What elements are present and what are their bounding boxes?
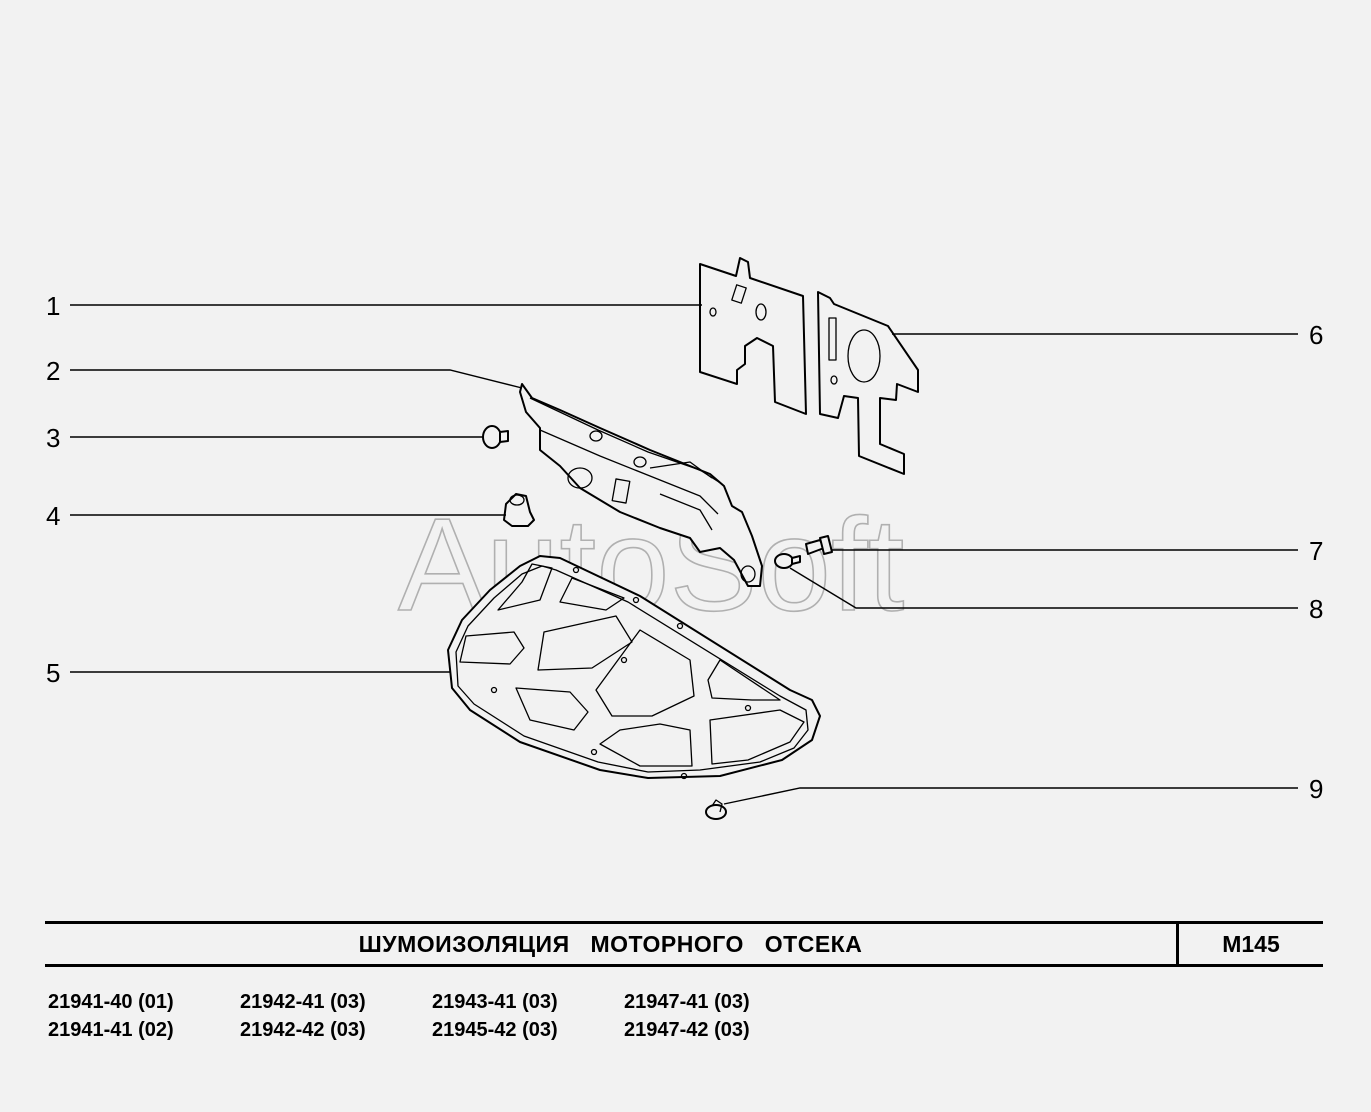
diagram-code: M145 xyxy=(1222,931,1280,957)
part-5-hood-insulation[interactable] xyxy=(447,555,821,780)
callout-1: 1 xyxy=(46,291,60,321)
leader-9 xyxy=(723,787,1298,805)
part-3-plug[interactable] xyxy=(482,425,509,449)
title-divider xyxy=(1176,924,1179,964)
callout-7: 7 xyxy=(1309,536,1323,566)
callout-9: 9 xyxy=(1309,774,1323,804)
part-8-washer[interactable] xyxy=(774,553,801,569)
part-9-clip[interactable] xyxy=(705,799,727,820)
model-list: 21941-40 (01) 21942-41 (03) 21943-41 (03… xyxy=(48,990,816,1042)
part-2-engine-shield[interactable] xyxy=(519,383,763,587)
leader-lines xyxy=(70,304,1298,805)
model-code: 21941-40 (01) xyxy=(48,991,174,1013)
callout-3: 3 xyxy=(46,423,60,453)
callout-6: 6 xyxy=(1309,320,1323,350)
leader-2 xyxy=(70,369,523,389)
part-6-insulation-panel[interactable] xyxy=(817,291,919,475)
model-code: 21943-41 (03) xyxy=(432,991,558,1013)
callout-4: 4 xyxy=(46,501,60,531)
diagram-title: ШУМОИЗОЛЯЦИЯ МОТОРНОГО ОТСЕКА xyxy=(358,931,863,957)
part-1-insulation-panel[interactable] xyxy=(699,257,807,415)
callout-2: 2 xyxy=(46,356,60,386)
callout-numbers: 1 2 3 4 5 6 7 8 9 xyxy=(46,291,1323,804)
model-code: 21947-41 (03) xyxy=(624,991,750,1013)
title-bar: ШУМОИЗОЛЯЦИЯ МОТОРНОГО ОТСЕКА M145 xyxy=(45,921,1323,967)
model-code: 21941-41 (02) xyxy=(48,1019,174,1041)
model-code: 21945-42 (03) xyxy=(432,1019,558,1041)
model-code: 21942-41 (03) xyxy=(240,991,366,1013)
parts-diagram: AutoSoft xyxy=(46,257,1323,820)
callout-5: 5 xyxy=(46,658,60,688)
callout-8: 8 xyxy=(1309,594,1323,624)
leader-8 xyxy=(789,567,1298,609)
model-code: 21942-42 (03) xyxy=(240,1019,366,1041)
part-4-holder[interactable] xyxy=(503,493,535,527)
part-7-bolt[interactable] xyxy=(805,535,833,555)
model-code: 21947-42 (03) xyxy=(624,1019,750,1041)
